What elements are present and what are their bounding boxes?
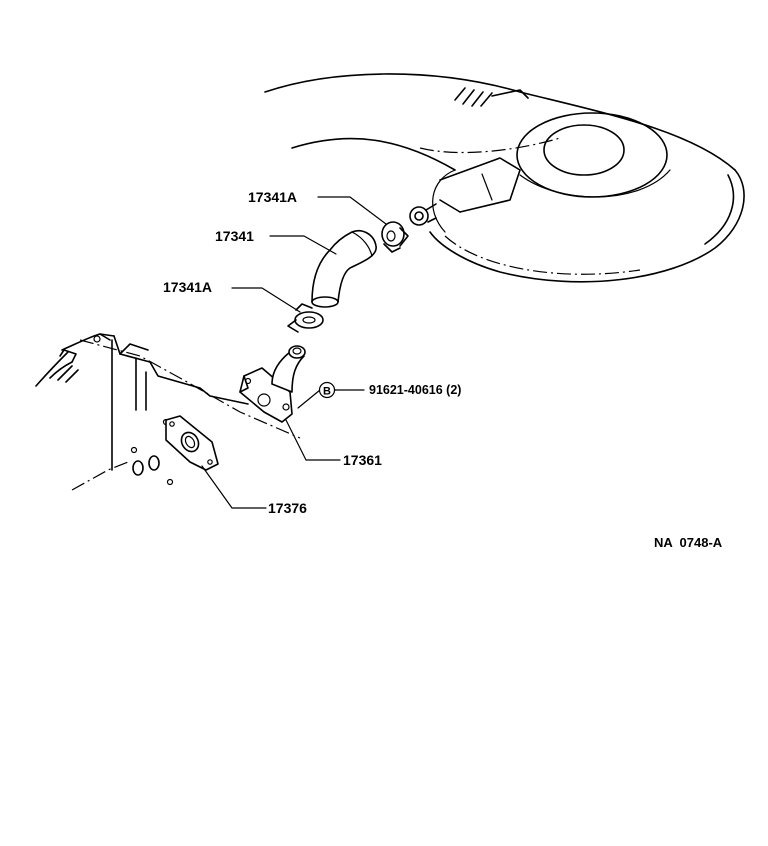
label-hose: 17341 — [215, 228, 254, 244]
engine-block — [35, 333, 301, 491]
label-clamp-upper: 17341A — [248, 189, 297, 205]
label-clamp-lower: 17341A — [163, 279, 212, 295]
gasket — [165, 415, 219, 471]
ventilation-pipe — [239, 345, 306, 423]
hose-clamp-upper — [381, 221, 409, 253]
air-cleaner-housing — [264, 73, 745, 283]
bolt-marker-letter: B — [323, 386, 331, 398]
label-gasket: 17376 — [268, 500, 307, 516]
drawing-code: NA 0748-A — [654, 535, 723, 550]
label-pipe: 17361 — [343, 452, 382, 468]
bolt-marker: B — [318, 381, 336, 399]
hose-clamp-lower — [287, 303, 324, 333]
hose — [311, 230, 377, 308]
part-labels: 17341A 17341 17341A B 91621-40616 (2) 17… — [163, 189, 723, 550]
air-cleaner-nipple — [409, 203, 437, 226]
label-bolt: 91621-40616 (2) — [369, 383, 461, 397]
